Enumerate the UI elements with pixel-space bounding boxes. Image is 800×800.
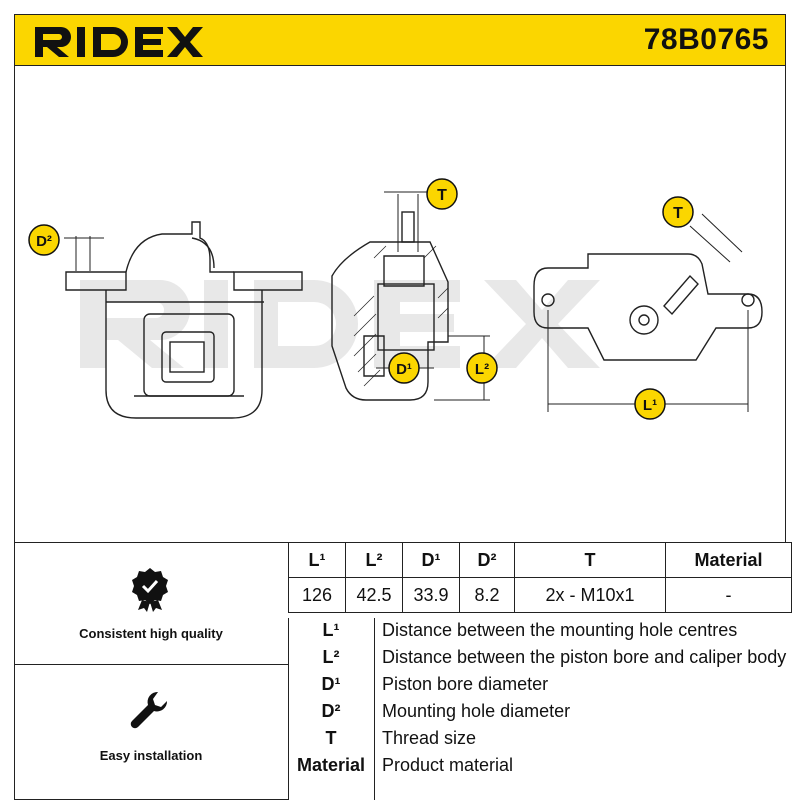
legend-row: L¹ Distance between the mounting hole ce… xyxy=(288,620,786,646)
l1-callout-label: L¹ xyxy=(643,397,657,414)
spec-value-row: 126 42.5 33.9 8.2 2x - M10x1 - xyxy=(288,577,792,613)
header-bar: 78B0765 xyxy=(14,14,786,66)
legend-key: T xyxy=(325,728,337,748)
legend-text: Thread size xyxy=(382,728,477,748)
ridex-logo xyxy=(35,27,203,57)
features-divider xyxy=(14,664,288,665)
part-number: 78B0765 xyxy=(643,23,769,56)
t-top-leader xyxy=(384,191,432,252)
caliper-front-view xyxy=(65,221,303,419)
legend-text: Distance between the piston bore and cal… xyxy=(382,647,787,667)
quality-badge-icon xyxy=(132,568,168,612)
t-right-callout: T xyxy=(662,196,694,228)
spec-header-d1: D¹ xyxy=(402,542,460,578)
legend-text: Mounting hole diameter xyxy=(382,701,571,721)
section-hatching xyxy=(353,245,449,387)
caliper-section-view xyxy=(331,211,449,401)
legend-key: D² xyxy=(321,701,341,721)
spec-header-material: Material xyxy=(665,542,792,578)
drawing-frame xyxy=(14,66,786,542)
d2-callout-label: D² xyxy=(36,233,52,250)
legend-row: D¹ Piston bore diameter xyxy=(288,674,786,700)
spec-value-material: - xyxy=(665,577,792,613)
t-right-leader xyxy=(689,213,743,263)
spec-value-t: 2x - M10x1 xyxy=(514,577,666,613)
legend-row: L² Distance between the piston bore and … xyxy=(288,647,787,673)
legend-key: D¹ xyxy=(321,674,341,694)
legend-key: L² xyxy=(322,647,340,667)
d2-dimension xyxy=(64,236,104,271)
legend-key: Material xyxy=(296,755,366,775)
spec-table: L¹ L² D¹ D² T Material 126 42.5 33.9 8.2… xyxy=(288,542,792,613)
l2-callout-label: L² xyxy=(475,361,489,378)
spec-header-t: T xyxy=(514,542,666,578)
l2-callout: L² xyxy=(466,352,498,384)
spec-header-row: L¹ L² D¹ D² T Material xyxy=(288,542,792,578)
feature-label-quality: Consistent high quality xyxy=(79,626,223,641)
spec-value-l1: 126 xyxy=(288,577,346,613)
legend-text: Piston bore diameter xyxy=(382,674,549,694)
watermark-logo xyxy=(80,280,600,368)
legend-panel xyxy=(288,618,786,800)
l1-callout: L¹ xyxy=(634,388,666,420)
d2-callout: D² xyxy=(28,224,60,256)
d1-callout-label: D¹ xyxy=(396,361,412,378)
legend-row: T Thread size xyxy=(288,728,786,754)
t-top-callout-label: T xyxy=(437,187,447,204)
spec-header-d2: D² xyxy=(459,542,515,578)
legend-divider xyxy=(374,618,375,800)
legend-row: D² Mounting hole diameter xyxy=(288,701,786,727)
technical-drawing: D² T D¹ L² xyxy=(28,178,763,420)
wrench-icon xyxy=(130,691,168,729)
spec-value-d1: 33.9 xyxy=(402,577,460,613)
feature-label-installation: Easy installation xyxy=(99,748,203,763)
spec-header-l2: L² xyxy=(345,542,403,578)
spec-value-l2: 42.5 xyxy=(345,577,403,613)
spec-value-d2: 8.2 xyxy=(459,577,515,613)
t-right-callout-label: T xyxy=(673,205,683,222)
legend-key: L¹ xyxy=(322,620,340,640)
t-top-callout: T xyxy=(426,178,458,210)
d1-callout: D¹ xyxy=(388,352,420,384)
legend-row: Material Product material xyxy=(288,755,786,781)
legend-text: Product material xyxy=(382,755,514,775)
legend-text: Distance between the mounting hole centr… xyxy=(382,620,738,640)
spec-header-l1: L¹ xyxy=(288,542,346,578)
